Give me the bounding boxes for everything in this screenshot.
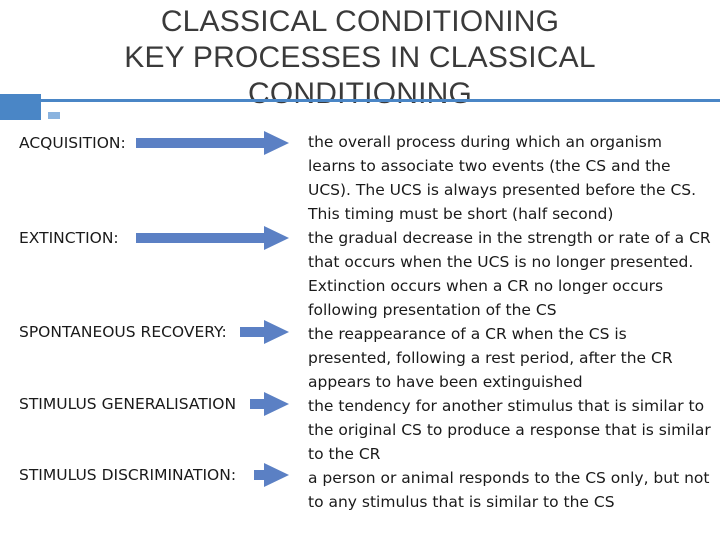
desc-spontaneous-recovery: the reappearance of a CR when the CS is …: [308, 325, 673, 391]
term-acquisition: ACQUISITION:: [19, 134, 126, 152]
accent-block: [0, 94, 41, 120]
title-divider: [40, 99, 720, 102]
arrow-acquisition: [136, 131, 289, 155]
arrow-extinction: [136, 226, 289, 250]
desc-stimulus-discrimination: a person or animal responds to the CS on…: [308, 469, 710, 511]
arrow-spontaneous-recovery: [240, 320, 289, 344]
desc-stimulus-generalisation: the tendency for another stimulus that i…: [308, 397, 711, 463]
title-line-2: KEY PROCESSES IN CLASSICAL: [124, 41, 596, 74]
term-stimulus-discrimination: STIMULUS DISCRIMINATION:: [19, 466, 237, 484]
term-stimulus-generalisation: STIMULUS GENERALISATION: [19, 395, 237, 413]
descriptions: the overall process during which an orga…: [308, 130, 713, 514]
title-line-3: CONDITIONING: [247, 77, 473, 110]
desc-acquisition: the overall process during which an orga…: [308, 133, 697, 223]
accent-block-small: [48, 112, 60, 119]
arrow-stimulus-discrimination: [254, 463, 289, 487]
arrow-stimulus-generalisation: [250, 392, 289, 416]
term-spontaneous-recovery: SPONTANEOUS RECOVERY:: [19, 323, 227, 341]
term-extinction: EXTINCTION:: [19, 229, 119, 247]
title-line-1: CLASSICAL CONDITIONING: [160, 5, 560, 38]
slide-title: CLASSICAL CONDITIONING KEY PROCESSES IN …: [0, 4, 720, 112]
desc-extinction: the gradual decrease in the strength or …: [308, 229, 711, 319]
